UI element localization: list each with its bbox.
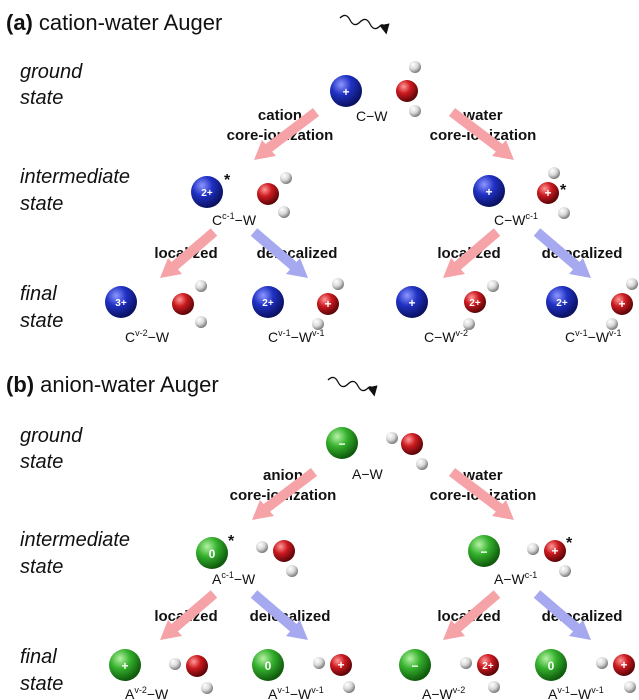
final-state-2: 0 + Av-1−Wv-1 (252, 649, 355, 700)
excited-star: * (228, 533, 235, 550)
ground-ion-charge: − (338, 437, 345, 451)
stage-final-line2: state (20, 673, 63, 695)
water-molecule (256, 540, 298, 577)
arrow-localized (160, 228, 218, 278)
excited-star: * (224, 172, 231, 189)
intermediate-right-label: A−Wc-1 (494, 570, 537, 587)
ground-ion-charge: + (342, 85, 349, 99)
ground-label: C−W (356, 108, 388, 124)
intermediate-left-ion: 2+ (191, 176, 223, 208)
arrow-localized (443, 590, 501, 640)
intermediate-right-water-charge: + (544, 186, 551, 200)
water-molecule (396, 61, 421, 117)
stage-intermediate-line1: intermediate (20, 166, 130, 188)
photon-icon (327, 376, 378, 397)
intermediate-right-ion: − (468, 535, 500, 567)
final-state-2-label: Cv-1−Wv-1 (268, 328, 325, 345)
svg-text:(b)anion-water Auger: (b)anion-water Auger (6, 372, 219, 397)
stage-ground-line2: state (20, 451, 63, 473)
intermediate-right-ion: + (473, 175, 505, 207)
final-state-2-label: Av-1−Wv-1 (268, 685, 324, 700)
final-state-4-label: Cv-1−Wv-1 (565, 328, 622, 345)
arrow-delocalized (250, 590, 308, 640)
final-state-3-label: C−Wv-2 (424, 328, 468, 345)
stage-ground-line1: ground (20, 61, 83, 83)
stage-intermediate-line2: state (20, 556, 63, 578)
svg-text:+: + (408, 296, 415, 310)
svg-text:+: + (324, 297, 331, 311)
stage-final-line2: state (20, 310, 63, 332)
arrow-core-left (252, 468, 318, 520)
svg-text:−: − (411, 659, 418, 673)
ground-ion: + (330, 75, 362, 107)
svg-text:0: 0 (548, 659, 555, 673)
panel-a: (a)cation-water Auger ground state inter… (6, 10, 638, 345)
panel-a-title: cation-water Auger (39, 10, 222, 35)
water-molecule (386, 432, 428, 470)
final-state-3: − 2+ A−Wv-2 (399, 649, 500, 700)
stage-ground-line2: state (20, 87, 63, 109)
stage-ground-line1: ground (20, 425, 83, 447)
branch-right-line1: water (462, 107, 502, 124)
intermediate-left-label: Cc-1−W (212, 211, 257, 228)
branch-left-line1: anion (263, 467, 303, 484)
arrow-core-right (448, 108, 514, 160)
final-state-3-label: A−Wv-2 (422, 685, 465, 700)
branch-right-line1: water (462, 467, 502, 484)
intermediate-right-water-charge: + (551, 544, 558, 558)
panel-b-tag: (b) (6, 372, 34, 397)
panel-b-title: anion-water Auger (40, 372, 219, 397)
ground-ion: − (326, 427, 358, 459)
svg-text:+: + (337, 658, 344, 672)
final-state-1-label: Av-2−W (125, 685, 169, 700)
svg-text:3+: 3+ (115, 298, 127, 309)
arrow-delocalized (533, 228, 591, 278)
svg-text:2+: 2+ (482, 661, 494, 672)
water-molecule (257, 172, 292, 218)
excited-star: * (560, 182, 567, 199)
excited-star: * (566, 535, 573, 552)
final-state-1: 3+ Cv-2−W (105, 280, 207, 345)
final-state-4: 0 + Av-1−Wv-1 (535, 649, 636, 700)
arrow-delocalized (250, 228, 308, 278)
final-state-4-label: Av-1−Wv-1 (548, 685, 604, 700)
final-state-2: 2+ + Cv-1−Wv-1 (252, 278, 344, 345)
intermediate-left-charge: 0 (209, 547, 216, 561)
water-molecule: + (527, 540, 571, 577)
stage-final-line1: final (20, 283, 57, 305)
final-state-1: + Av-2−W (109, 649, 213, 700)
svg-text:2+: 2+ (556, 298, 568, 309)
panel-b: (b)anion-water Auger ground state interm… (6, 372, 636, 700)
intermediate-right-charge: − (480, 545, 487, 559)
svg-text:0: 0 (265, 659, 272, 673)
water-molecule: + (537, 167, 570, 219)
final-state-3: + 2+ C−Wv-2 (396, 280, 499, 345)
final-state-1-label: Cv-2−W (125, 328, 170, 345)
svg-text:2+: 2+ (469, 298, 481, 309)
intermediate-left-label: Ac-1−W (212, 570, 256, 587)
stage-final-line1: final (20, 646, 57, 668)
arrow-localized (160, 590, 218, 640)
stage-intermediate-line2: state (20, 193, 63, 215)
svg-text:+: + (618, 297, 625, 311)
intermediate-left-ion: 0 (196, 537, 228, 569)
arrow-core-right (448, 468, 514, 520)
ground-label: A−W (352, 466, 384, 482)
arrow-core-left (254, 108, 320, 160)
svg-text:+: + (620, 658, 627, 672)
panel-a-tag: (a) (6, 10, 33, 35)
branch-left-line1: cation (258, 107, 302, 124)
stage-intermediate-line1: intermediate (20, 529, 130, 551)
svg-text:+: + (121, 659, 128, 673)
intermediate-right-charge: + (485, 185, 492, 199)
svg-text:2+: 2+ (262, 298, 274, 309)
svg-text:(a)cation-water Auger: (a)cation-water Auger (6, 10, 222, 35)
photon-icon (339, 14, 390, 35)
intermediate-right-label: C−Wc-1 (494, 211, 538, 228)
arrow-localized (443, 228, 501, 278)
intermediate-left-charge: 2+ (201, 188, 213, 199)
final-state-4: 2+ + Cv-1−Wv-1 (546, 278, 638, 345)
arrow-delocalized (533, 590, 591, 640)
